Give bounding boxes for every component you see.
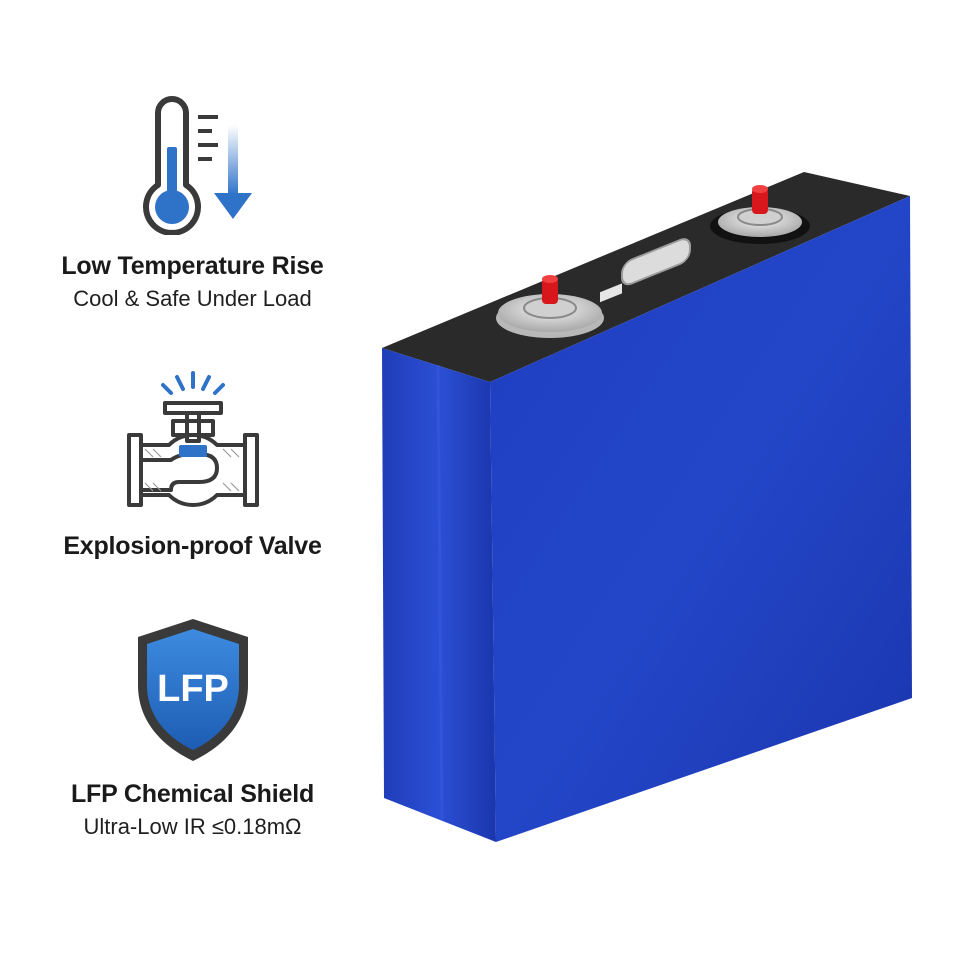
terminal-right [710,185,810,244]
valve-icon [126,371,259,507]
lfp-battery-cell-image [382,172,912,842]
shield-label: LFP [157,668,229,710]
feature-subtitle: Ultra-Low IR ≤0.18mΩ [83,814,302,839]
feature-subtitle: Cool & Safe Under Load [73,286,312,311]
terminal-left [496,275,604,338]
feature-low-temperature-rise: Low Temperature Rise Cool & Safe Under L… [20,95,365,313]
feature-title: LFP Chemical Shield [70,780,315,808]
feature-title: Low Temperature Rise [61,252,324,280]
lfp-shield-icon: LFP [137,619,248,761]
feature-lfp-chemical-shield: LFP LFP Chemical Shield Ultra-Low IR ≤0.… [20,615,365,841]
feature-title: Explosion-proof Valve [63,532,322,560]
thermometer-down-icon [142,96,252,235]
feature-explosion-proof-valve: Explosion-proof Valve [20,365,365,561]
